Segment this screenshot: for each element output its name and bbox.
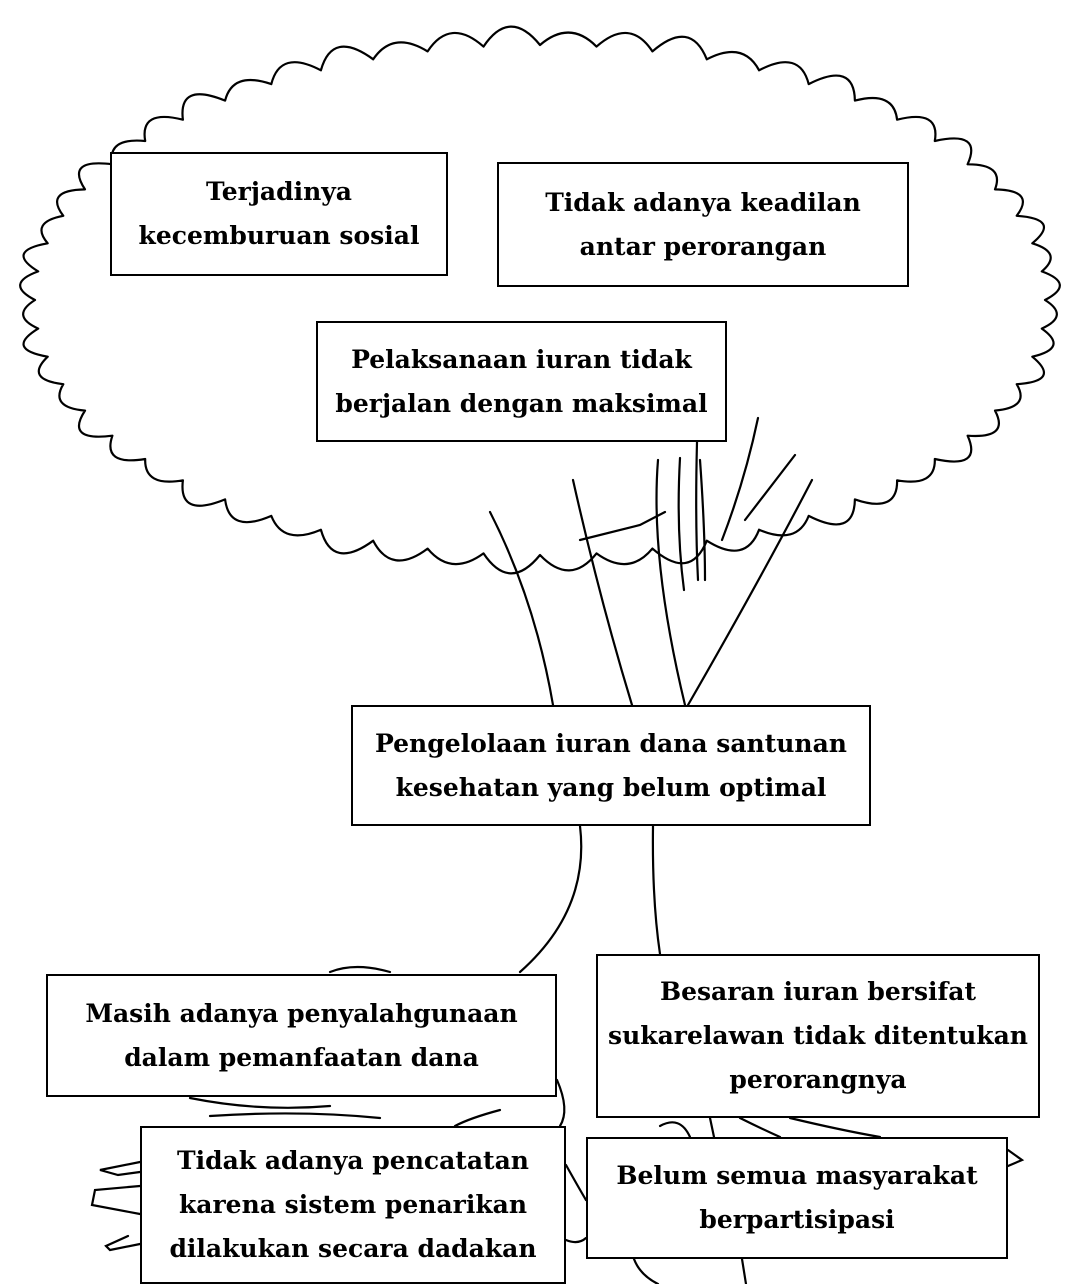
tree-roots bbox=[90, 1078, 1025, 1284]
cause-box-tidak-ada-pencatatan: Tidak adanya pencatatan karena sistem pe… bbox=[140, 1126, 566, 1284]
effect-text: Pelaksanaan iuran tidak berjalan dengan … bbox=[335, 344, 708, 418]
effect-text: Tidak adanya keadilan antar perorangan bbox=[545, 187, 861, 261]
tree-branches bbox=[488, 416, 814, 707]
effect-box-iuran-tidak-maksimal: Pelaksanaan iuran tidak berjalan dengan … bbox=[316, 321, 727, 442]
cause-text: Tidak adanya pencatatan karena sistem pe… bbox=[169, 1146, 537, 1263]
tree-trunk bbox=[328, 824, 662, 974]
cause-text: Masih adanya penyalahgunaan dalam pemanf… bbox=[85, 998, 518, 1072]
cause-text: Besaran iuran bersifat sukarelawan tidak… bbox=[608, 977, 1028, 1094]
effect-box-tidak-adanya-keadilan: Tidak adanya keadilan antar perorangan bbox=[497, 162, 909, 287]
cause-text: Belum semua masyarakat berpartisipasi bbox=[616, 1161, 978, 1234]
effect-text: Terjadinya kecemburuan sosial bbox=[138, 177, 420, 250]
cause-box-penyalahgunaan-dana: Masih adanya penyalahgunaan dalam pemanf… bbox=[46, 974, 557, 1097]
core-problem-text: Pengelolaan iuran dana santunan kesehata… bbox=[375, 728, 847, 802]
core-problem-box: Pengelolaan iuran dana santunan kesehata… bbox=[351, 705, 871, 826]
effect-box-kecemburuan-sosial: Terjadinya kecemburuan sosial bbox=[110, 152, 448, 276]
cause-box-belum-berpartisipasi: Belum semua masyarakat berpartisipasi bbox=[586, 1137, 1008, 1259]
cause-box-iuran-sukarelawan: Besaran iuran bersifat sukarelawan tidak… bbox=[596, 954, 1040, 1118]
tree-canopy-outline bbox=[19, 25, 1061, 575]
